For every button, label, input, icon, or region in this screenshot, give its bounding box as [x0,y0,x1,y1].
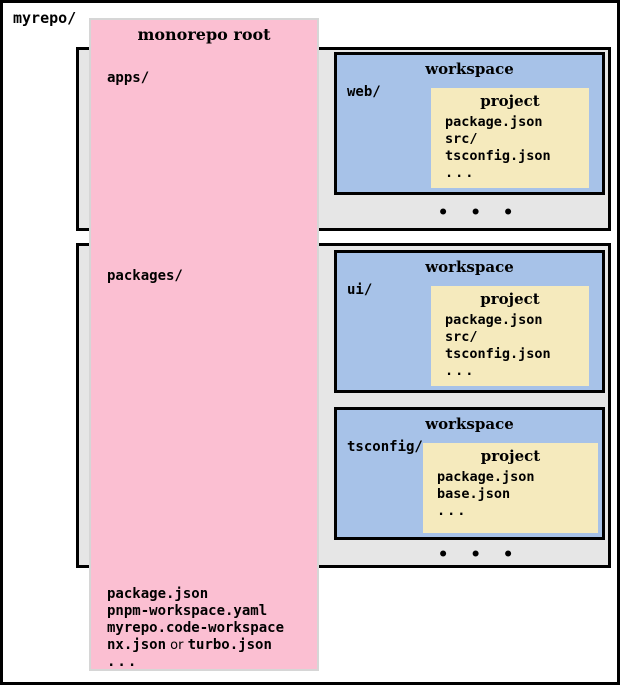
workspace-name-tsconfig: tsconfig/ [347,439,423,455]
workspace-name-ui: ui/ [347,282,373,298]
project-files-ellipsis: ... [445,165,476,181]
project-box-ui: project package.json src/ tsconfig.json … [431,286,589,386]
project-title-ui: project [480,290,540,308]
project-title-tsconfig: project [480,447,541,465]
project-files-web: package.json src/ tsconfig.json ... [445,114,551,182]
root-file-package-json: package.json [107,586,209,602]
project-file: tsconfig.json [445,148,551,164]
project-file: package.json [445,312,543,328]
root-entry-apps: apps/ [107,70,150,86]
workspace-name-web: web/ [347,84,381,100]
project-file: base.json [437,486,511,502]
root-file-connector: or [166,638,188,653]
root-file-nx-json: nx.json [107,637,167,653]
project-files-tsconfig: package.json base.json ... [437,469,535,520]
project-title-web: project [480,92,540,110]
project-file: tsconfig.json [445,346,551,362]
project-file: src/ [445,131,478,147]
project-files-ellipsis: ... [445,363,476,379]
repo-root-label: myrepo/ [13,9,77,27]
workspace-title-web: workspace [425,60,514,78]
monorepo-root-title: monorepo root [137,25,271,44]
root-file-pnpm-workspace-yaml: pnpm-workspace.yaml [107,603,268,619]
project-box-web: project package.json src/ tsconfig.json … [431,88,589,188]
root-entry-packages: packages/ [107,268,183,284]
project-file: package.json [437,469,535,485]
root-files-ellipsis: ... [107,654,139,670]
section-ellipsis-packages: • • • [438,545,520,565]
project-file: package.json [445,114,543,130]
root-file-turbo-json: turbo.json [187,637,272,653]
root-file-task-runner: nx.json or turbo.json [107,637,284,654]
workspace-title-ui: workspace [425,258,514,276]
project-box-tsconfig: project package.json base.json ... [423,443,598,533]
section-ellipsis-apps: • • • [438,203,520,223]
monorepo-root-box: monorepo root apps/ packages/ package.js… [89,18,319,671]
project-files-ellipsis: ... [437,503,468,519]
root-files-list: package.json pnpm-workspace.yaml myrepo.… [107,586,284,671]
root-file-code-workspace: myrepo.code-workspace [107,620,285,636]
workspace-title-tsconfig: workspace [425,415,514,433]
project-files-ui: package.json src/ tsconfig.json ... [445,312,551,380]
project-file: src/ [445,329,478,345]
